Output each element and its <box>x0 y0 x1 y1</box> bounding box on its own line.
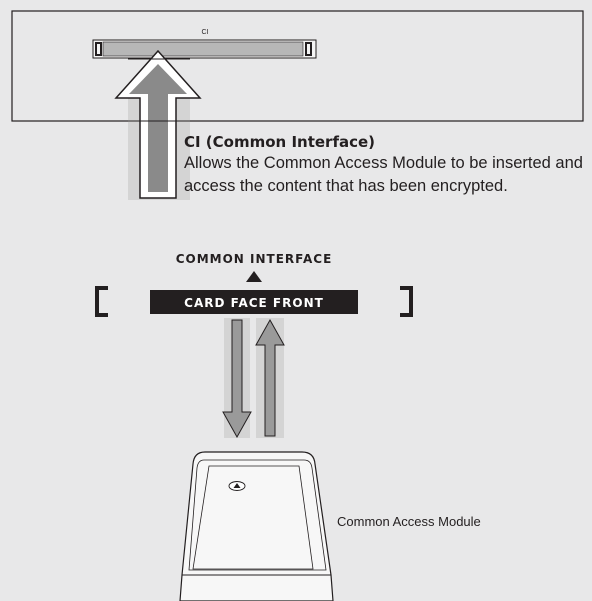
ci-description-text: Allows the Common Access Module to be in… <box>184 154 583 195</box>
tv-panel <box>11 10 584 122</box>
ci-description-title: CI (Common Interface) <box>184 133 376 151</box>
ci-slot-label: CI <box>202 29 209 36</box>
ci-description: CI (Common Interface) Allows the Common … <box>184 132 592 198</box>
cam-label: Common Access Module <box>337 514 481 529</box>
pointer-up-icon <box>246 271 262 282</box>
card-face-bar <box>150 290 358 314</box>
right-bracket-icon <box>400 286 413 317</box>
ci-slot <box>92 39 317 59</box>
cam-card <box>179 451 334 601</box>
insert-arrow-down <box>222 318 252 439</box>
common-interface-label: COMMON INTERFACE <box>176 252 333 266</box>
remove-arrow-up <box>255 318 285 438</box>
left-bracket-icon <box>95 286 108 317</box>
card-face-label: CARD FACE FRONT <box>184 296 324 310</box>
insert-arrow-large <box>114 49 202 200</box>
